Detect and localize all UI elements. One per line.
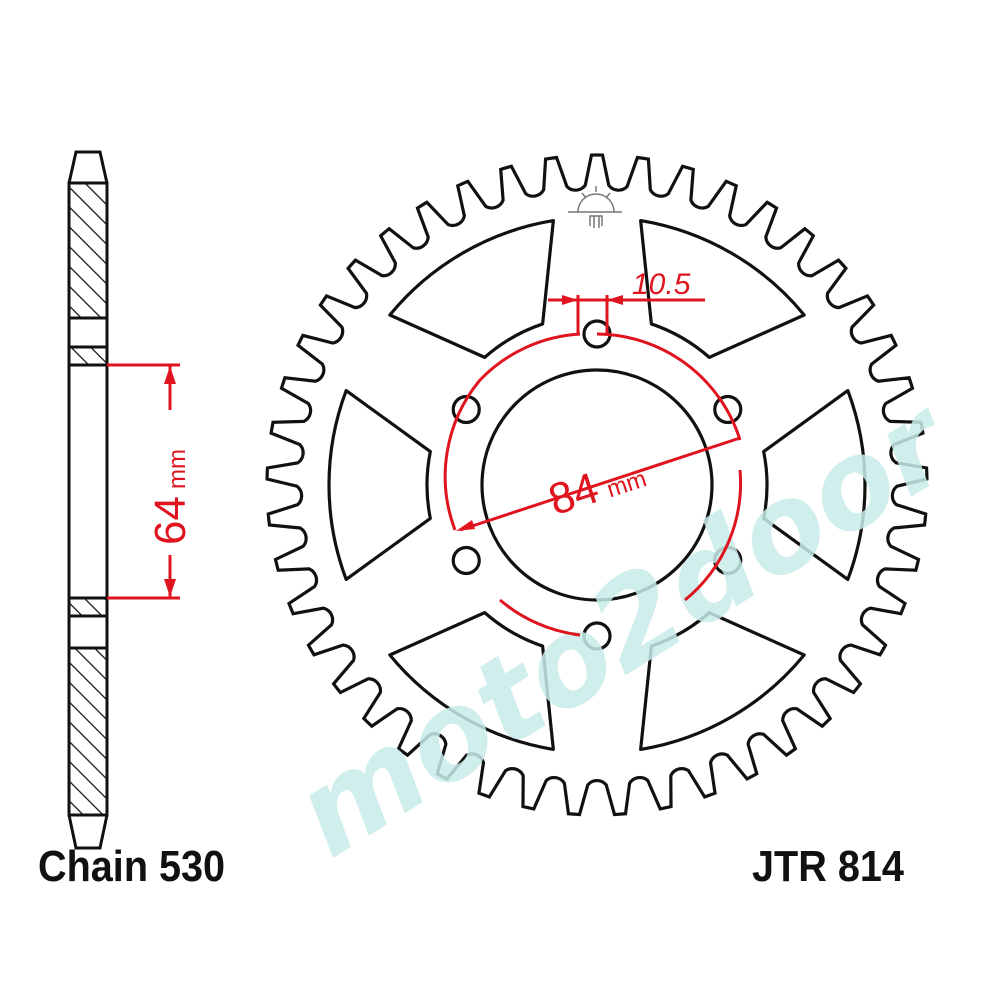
lightening-window [639,218,806,359]
sprocket [265,153,929,817]
lightening-window [762,388,867,582]
bolt-hole [451,394,481,425]
lightening-window [327,388,432,582]
part-number-label: JTR 814 [752,842,904,891]
lightening-window [639,611,806,752]
bolt-hole [451,545,481,576]
pcd-value: 84 [543,463,605,525]
bolt-hole [713,545,743,576]
bolt-hole [713,394,743,425]
hole-diameter-value: 10.5 [632,268,691,301]
pcd-unit: mm [604,465,650,503]
center-bore [480,368,714,602]
lightening-window [388,218,555,359]
chain-label: Chain 530 [38,842,226,891]
lightening-window [388,611,555,752]
hub-width-value: 64 [146,496,195,545]
sprocket-teeth [265,153,929,817]
hub-width-unit: mm [164,449,191,489]
tooth-form-icon [568,186,622,228]
dimensions [107,295,743,637]
side-view [67,150,109,850]
bolt-hole [582,621,612,651]
